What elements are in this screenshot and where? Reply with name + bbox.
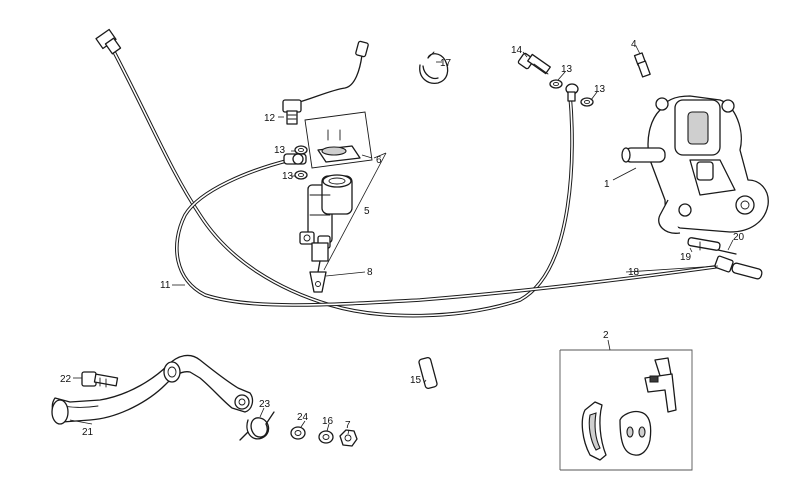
hose-end-connector-top-left [95,28,122,55]
part-19-caliper-pin [687,237,721,251]
part-7-nut [339,429,358,447]
label-20: 20 [733,232,745,243]
label-13-c: 13 [561,64,573,75]
label-18: 18 [628,267,640,278]
label-13-a: 13 [274,145,286,156]
part-11-brake-hose [95,28,579,318]
part-13-washer-d [580,97,594,107]
part-2-brake-pads-kit [559,349,693,471]
part-13-washer-c [549,79,563,89]
label-16: 16 [322,416,334,427]
label-19: 19 [680,252,692,263]
part-24-washer [290,426,306,440]
part-15-spacer-tube [418,356,438,390]
brake-pad-right [619,410,652,456]
part-12-switch-fitting [282,40,369,125]
label-2: 2 [603,330,609,341]
label-8: 8 [367,267,373,278]
label-4: 4 [631,39,637,50]
label-6: 6 [376,155,382,166]
part-16-washer [318,430,334,444]
pad-spring-clip [644,357,677,413]
part-23-return-spring [239,411,275,441]
label-17: 17 [440,58,452,69]
leader-lines [69,45,734,435]
part-5-master-cylinder [299,174,353,262]
brake-pad-left [581,401,607,461]
part-13-washer-b [294,170,308,180]
banjo-fitting-right [565,83,579,102]
part-13-washer-a [294,145,308,155]
label-7: 7 [345,420,351,431]
callout-labels: 1 2 4 5 6 7 8 11 12 13 13 13 13 14 15 16… [60,39,745,438]
part-14-banjo-bolt [517,52,551,75]
part-18-rear-end-fitting [714,255,763,280]
part-21-brake-pedal [51,354,254,425]
reservoir-hose [175,158,724,307]
part-22-pivot-bolt [81,371,119,388]
label-1: 1 [604,179,610,190]
label-5: 5 [364,206,370,217]
label-12: 12 [264,113,276,124]
label-15: 15 [410,375,422,386]
label-24: 24 [297,412,309,423]
part-17-hose-clip [419,51,449,84]
part-6-reservoir-cap [304,111,373,169]
label-23: 23 [259,399,271,410]
part-1-brake-caliper [621,95,769,234]
label-11: 11 [160,280,171,291]
label-14: 14 [511,45,523,56]
part-8-pushrod-clevis [309,260,327,293]
label-22: 22 [60,374,72,385]
part-20-pin-clip [717,249,737,255]
part-13-banjo-bolt-left [283,153,307,165]
part-4-bleed-screw [633,52,651,78]
label-13-b: 13 [282,171,294,182]
label-13-d: 13 [594,84,606,95]
label-21: 21 [82,427,94,438]
